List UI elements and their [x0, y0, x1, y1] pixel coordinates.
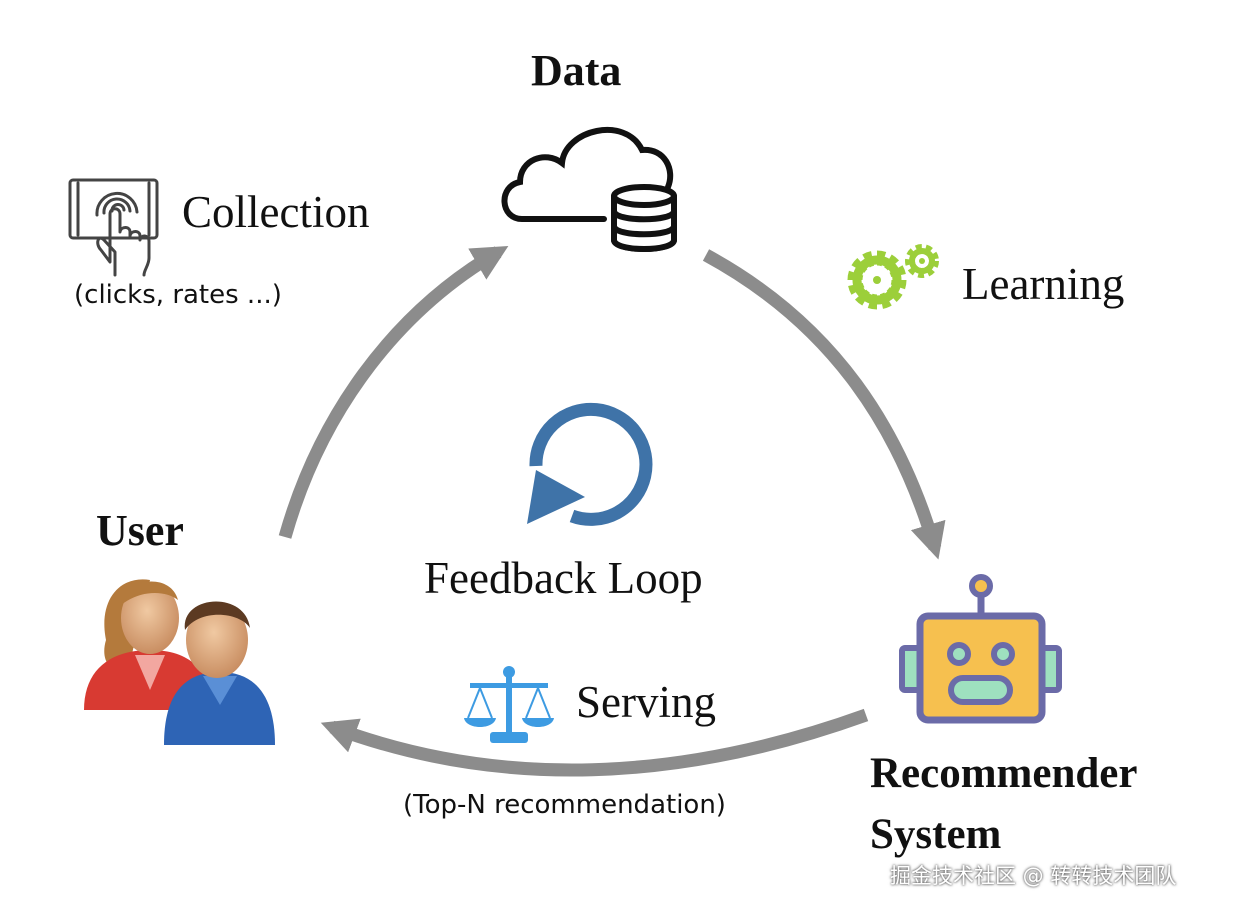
- touch-icon: [68, 178, 159, 277]
- recommender-label-line1: Recommender: [870, 750, 1138, 797]
- cloud-database-icon: [501, 126, 677, 252]
- user-node-label: User: [96, 506, 184, 555]
- refresh-icon: [527, 402, 653, 526]
- feedback-loop-label: Feedback Loop: [424, 553, 703, 603]
- serving-label: Serving: [576, 677, 716, 727]
- robot-icon: [899, 574, 1062, 724]
- collection-arrow: [278, 245, 509, 539]
- scale-icon: [464, 666, 554, 743]
- serving-arrow: [320, 708, 869, 777]
- users-icon: [84, 579, 275, 745]
- learning-label: Learning: [962, 259, 1125, 309]
- data-node-label: Data: [531, 46, 622, 95]
- collection-sublabel: (clicks, rates ...): [74, 280, 282, 310]
- gear-icon: [847, 244, 939, 310]
- serving-sublabel: (Top-N recommendation): [403, 790, 726, 820]
- watermark: 掘金技术社区 @ 转转技术团队: [890, 864, 1177, 888]
- collection-label: Collection: [182, 187, 370, 237]
- learning-arrow: [702, 249, 946, 560]
- recommender-label-line2: System: [870, 811, 1002, 858]
